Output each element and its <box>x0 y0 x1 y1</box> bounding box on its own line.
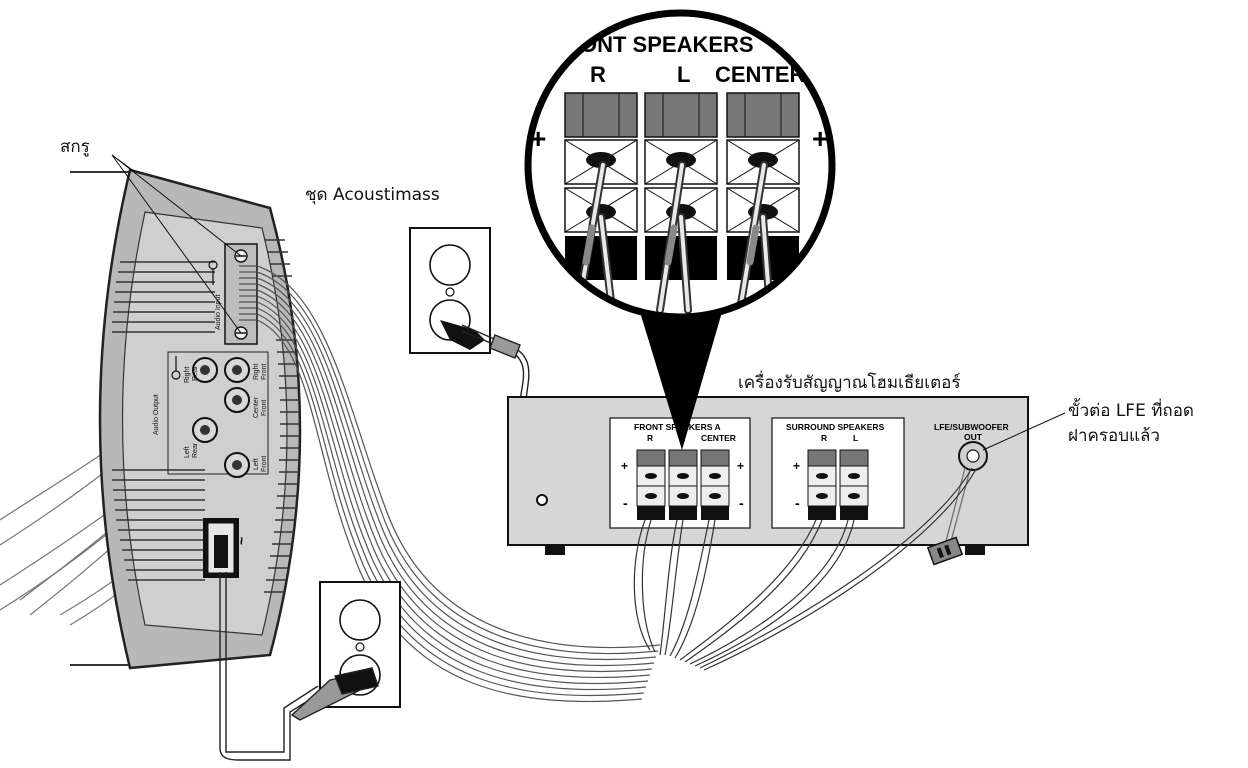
lfe-callout: ขั้วต่อ LFE ที่ถอด ฝาครอบแล้ว <box>982 398 1194 451</box>
lfe-title-2: OUT <box>964 432 983 442</box>
screws-label: สกรู <box>60 137 90 157</box>
lfe-title-1: LFE/SUBWOOFER <box>934 422 1009 432</box>
audio-output-label: Audio Output <box>153 394 160 435</box>
acoustimass-vents-right <box>264 239 300 593</box>
front-terminal-l <box>668 449 698 520</box>
left-front-label-1: Left <box>253 458 260 470</box>
surround-minus: - <box>795 495 800 511</box>
surround-plus: + <box>793 459 800 473</box>
left-front-label-2: Front <box>261 456 268 472</box>
callout-title: ONT SPEAKERS <box>580 32 754 57</box>
front-minus-left: - <box>623 495 628 511</box>
front-plus-left: + <box>621 459 628 473</box>
rca-jack-center-front <box>224 387 250 413</box>
right-rear-label-2: Rear <box>192 365 199 381</box>
lfe-label-line1: ขั้วต่อ LFE ที่ถอด <box>1068 398 1194 421</box>
surround-r-label: R <box>821 433 827 443</box>
surround-l-label: L <box>853 433 858 443</box>
front-terminal-r <box>636 449 666 520</box>
receiver-surround-speakers-panel: SURROUND SPEAKERS R L + - <box>771 417 905 529</box>
audio-input-label: Audio Input <box>215 295 222 330</box>
magnifier-lens: ONT SPEAKERS R L CENTER <box>524 9 836 321</box>
front-minus-right: - <box>739 495 744 511</box>
callout-l-label: L <box>677 62 690 87</box>
home-theater-receiver: FRONT SPEAKERS A R L CENTER + - + - <box>507 396 1029 566</box>
callout-terminal-r <box>564 92 638 280</box>
acoustimass-vents-left <box>112 261 215 581</box>
surround-speakers-title: SURROUND SPEAKERS <box>786 422 885 432</box>
rca-jack-right-front <box>224 357 250 383</box>
surround-terminal-l <box>839 449 869 520</box>
receiver-label: เครื่องรับสัญญาณโฮมเธียเตอร์ <box>738 370 960 393</box>
lfe-removed-cap <box>926 467 971 566</box>
screws-callout: สกรู <box>60 137 242 334</box>
rca-jack-right-rear <box>192 357 218 383</box>
front-r-label: R <box>647 433 653 443</box>
acoustimass-label: ชุด Acoustimass <box>305 185 440 205</box>
right-rear-label-1: Right <box>184 367 191 383</box>
front-terminal-center <box>700 449 730 520</box>
center-front-label-1: Center <box>253 396 260 418</box>
wall-outlet-top <box>409 227 491 354</box>
power-cord-acoustimass <box>219 572 379 761</box>
audio-output-panel: Audio Output Right Rear Left Rear Right … <box>153 351 269 478</box>
callout-plus-right: + <box>812 123 828 154</box>
center-front-label-2: Front <box>261 400 268 416</box>
receiver-speaker-wires <box>633 467 977 671</box>
power-symbol: ~ <box>233 537 249 545</box>
rca-jack-left-front <box>224 452 250 478</box>
right-front-label-2: Front <box>261 364 268 380</box>
callout-r-label: R <box>590 62 606 87</box>
left-rear-label-2: Rear <box>192 442 199 458</box>
lfe-label-line2: ฝาครอบแล้ว <box>1068 426 1160 446</box>
audio-input-terminal: Audio Input <box>208 243 258 345</box>
lfe-subwoofer-jack: LFE/SUBWOOFER OUT <box>934 422 1009 471</box>
callout-terminal-center <box>726 92 800 280</box>
magnifier-pointer <box>640 312 722 450</box>
ribbon-cable <box>256 265 661 703</box>
front-center-label: CENTER <box>701 433 736 443</box>
acoustimass-power-socket: ~ <box>203 518 249 578</box>
surround-terminal-r <box>807 449 837 520</box>
left-rear-label-1: Left <box>184 446 191 458</box>
right-front-label-1: Right <box>253 364 260 380</box>
acoustimass-module: Audio Input <box>70 168 302 670</box>
front-plus-right: + <box>737 459 744 473</box>
callout-center-label: CENTER <box>715 62 806 87</box>
rca-jack-left-rear <box>192 417 218 443</box>
